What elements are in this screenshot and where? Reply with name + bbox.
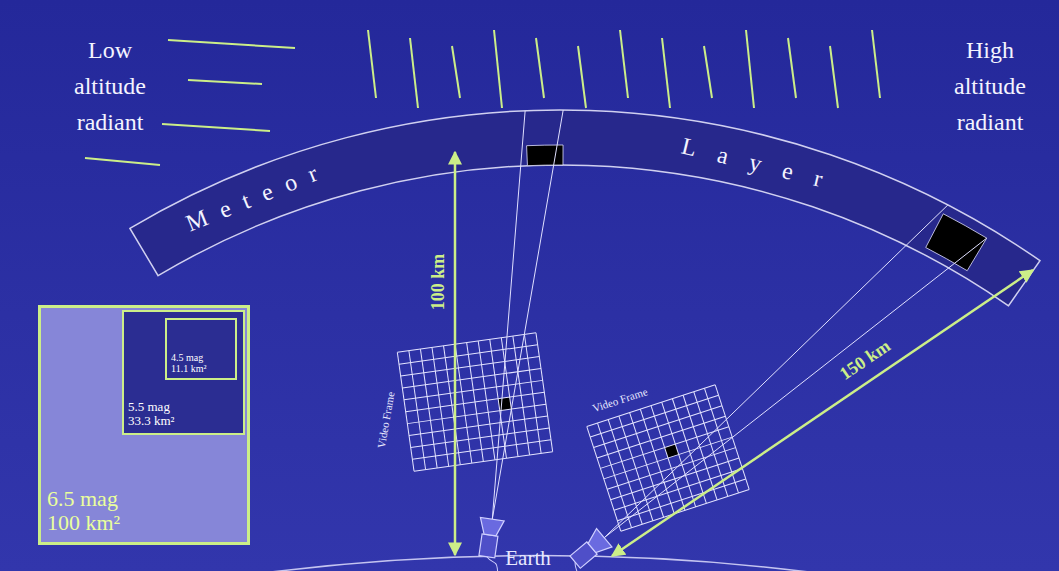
pixel	[498, 397, 511, 411]
grid-line	[597, 416, 725, 458]
meteor-layer	[130, 110, 1040, 306]
label-anchor: Video Frame	[375, 391, 397, 449]
magnitude-area-text: 5.5 mag 33.3 km²	[128, 400, 186, 429]
grid-line	[611, 458, 739, 500]
radiant-label: Low altitude radiant	[60, 32, 160, 140]
meteor-streak	[830, 46, 838, 108]
meteor-streak	[168, 40, 295, 48]
video-camera	[472, 517, 510, 571]
grid-line	[594, 406, 722, 448]
camera-lens	[478, 517, 504, 536]
meteor-streak	[578, 46, 586, 108]
distance-arrow	[612, 270, 1033, 556]
distance-label: 100 km	[428, 254, 449, 311]
grid-line	[406, 392, 545, 411]
pixel	[665, 444, 679, 458]
grid-line	[404, 380, 543, 399]
camera-cable	[484, 557, 505, 571]
meteor-streak	[452, 46, 460, 98]
layer-label: Meteor	[169, 155, 334, 243]
grid-line	[397, 333, 536, 352]
label-anchor: Meteor	[169, 155, 334, 243]
label-anchor: Video Frame	[591, 385, 649, 415]
magnitude-area-box: 6.5 mag 100 km² 5.5 mag 33.3 km² 4.5 mag 1…	[38, 305, 250, 545]
grid-line	[600, 427, 728, 469]
label-anchor: Layer	[657, 127, 846, 198]
magnitude-area-box: 5.5 mag 33.3 km² 4.5 mag 11.1 km²	[122, 310, 245, 435]
meteor-streak	[746, 30, 754, 108]
meteor-streak	[872, 30, 880, 98]
meteor-streak	[494, 30, 502, 108]
label-anchor: 100 km	[428, 254, 449, 311]
sight-line	[492, 110, 563, 519]
grid-line	[402, 368, 541, 387]
meteor-streak	[788, 38, 796, 98]
label-anchor: High altitude radiant	[940, 32, 1040, 140]
label-anchor: Earth	[505, 546, 550, 570]
sight-line	[604, 205, 948, 538]
meteor-streak	[368, 30, 376, 98]
sight-lines	[492, 110, 986, 538]
grid-line	[412, 440, 551, 459]
video-frames	[397, 333, 749, 531]
video-frame-grid	[397, 333, 552, 471]
magnitude-area-text: 4.5 mag 11.1 km²	[171, 352, 215, 374]
grid-line	[411, 428, 550, 447]
label-anchor: 150 km	[836, 336, 894, 385]
magnitude-area-text: 6.5 mag 100 km²	[47, 487, 139, 536]
meteor-streak	[704, 46, 712, 98]
grid-line	[407, 404, 546, 423]
grid-line	[607, 448, 735, 490]
magnitude-area-box: 4.5 mag 11.1 km²	[165, 318, 237, 380]
camera-body	[479, 534, 498, 558]
camera-cable	[560, 562, 587, 571]
label-anchor: Low altitude radiant	[60, 32, 160, 140]
distance-arrow	[454, 152, 457, 555]
sight-line	[604, 238, 986, 538]
distance-label: 150 km	[836, 336, 894, 385]
meteor-streak	[536, 38, 544, 98]
frame-label: Video Frame	[591, 385, 649, 415]
radiant-label: High altitude radiant	[940, 32, 1040, 140]
meteor-streak	[620, 30, 628, 98]
sight-line	[492, 111, 525, 519]
meteor-streak	[662, 38, 670, 108]
meteor-layer-band	[130, 110, 1040, 306]
grid-line	[414, 452, 553, 471]
meteor-streak	[410, 38, 418, 108]
grid-line	[604, 437, 732, 479]
grid-line	[399, 345, 538, 364]
grid-line	[617, 479, 745, 521]
video-camera	[552, 529, 616, 571]
cameras	[472, 517, 616, 571]
meteor-streak	[188, 80, 262, 84]
grid-line	[587, 385, 715, 427]
meteor-streak	[162, 124, 270, 131]
earth-label: Earth	[505, 546, 550, 570]
meteor-streak	[85, 158, 160, 165]
field-of-view-patch	[527, 145, 563, 166]
camera-lens	[584, 529, 612, 558]
video-frame-grid	[587, 385, 749, 531]
layer-label: Layer	[657, 127, 846, 198]
grid-line	[621, 489, 749, 531]
grid-line	[614, 469, 742, 511]
grid-line	[409, 416, 548, 435]
frame-label: Video Frame	[375, 391, 397, 449]
